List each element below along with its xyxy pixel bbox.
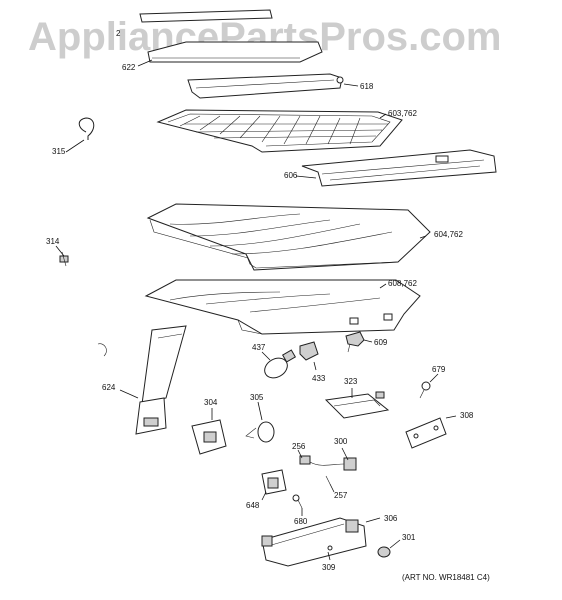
part-624-duct[interactable] [135, 325, 187, 435]
part-304-thermostat[interactable] [191, 419, 227, 455]
part-300-harness[interactable] [309, 457, 357, 471]
part-606-crisper[interactable] [301, 149, 497, 187]
leader-609 [363, 339, 373, 343]
leader-606 [295, 175, 317, 179]
part-679-screw[interactable] [419, 381, 431, 399]
callout-308: 308 [460, 411, 474, 420]
callout-618: 618 [360, 82, 374, 91]
callout-314: 314 [46, 237, 60, 246]
callout-648: 648 [246, 501, 260, 510]
leader-301 [389, 539, 401, 549]
leader-608 [379, 283, 387, 289]
callout-624: 624 [102, 383, 116, 392]
part-301-knob[interactable] [377, 546, 391, 558]
callout-608: 608,762 [388, 279, 417, 288]
callout-622: 622 [122, 63, 136, 72]
part-433-socket[interactable] [299, 341, 319, 361]
callout-304: 304 [204, 398, 218, 407]
part-618-bracket[interactable] [187, 73, 344, 99]
leader-622 [137, 59, 153, 67]
part-648-relay[interactable] [261, 469, 287, 495]
leader-308 [445, 415, 457, 419]
callout-437: 437 [252, 343, 266, 352]
leader-257 [329, 483, 335, 493]
part-256-connector[interactable] [299, 455, 311, 465]
leader-300 [341, 447, 349, 461]
part-308-bracket[interactable] [405, 417, 447, 449]
part-603-shelf[interactable] [156, 109, 403, 153]
part-top-strip[interactable] [139, 9, 273, 23]
leader-604 [419, 235, 427, 239]
part-437-bulb[interactable] [261, 349, 297, 382]
leader-648 [261, 491, 267, 501]
leader-305 [257, 401, 263, 421]
callout-top: 2 [116, 29, 121, 38]
callout-680: 680 [294, 517, 308, 526]
part-257-screw[interactable] [325, 475, 331, 485]
part-306-housing[interactable] [261, 517, 367, 567]
callout-305: 305 [250, 393, 264, 402]
callout-315: 315 [52, 147, 66, 156]
callout-306: 306 [384, 514, 398, 523]
leader-306 [365, 517, 381, 523]
leader-618 [343, 83, 359, 87]
callout-679: 679 [432, 365, 446, 374]
part-622-cover[interactable] [147, 41, 323, 63]
callout-603: 603,762 [388, 109, 417, 118]
leader-624 [119, 389, 139, 399]
callout-301: 301 [402, 533, 416, 542]
part-314-clip[interactable] [59, 251, 69, 267]
callout-300: 300 [334, 437, 348, 446]
part-609-damper[interactable] [345, 331, 365, 353]
leader-437 [261, 351, 271, 361]
part-315-tube[interactable] [78, 117, 107, 359]
leader-433 [313, 361, 317, 371]
callout-309: 309 [322, 563, 336, 572]
leader-603 [379, 113, 387, 119]
callout-606: 606 [284, 171, 298, 180]
part-323-board[interactable] [324, 391, 390, 419]
part-305-knob[interactable] [245, 421, 275, 443]
leader-314 [55, 245, 65, 257]
callout-433: 433 [312, 374, 326, 383]
leader-256 [297, 449, 303, 459]
callout-604: 604,762 [434, 230, 463, 239]
leader-679 [429, 373, 439, 383]
callout-323: 323 [344, 377, 358, 386]
part-680-screw[interactable] [292, 494, 303, 509]
part-608-frame[interactable] [144, 279, 421, 335]
callout-256: 256 [292, 442, 306, 451]
leader-315 [65, 139, 85, 153]
art-number: (ART NO. WR18481 C4) [402, 573, 490, 582]
part-604-pan[interactable] [146, 203, 431, 271]
callout-609: 609 [374, 338, 388, 347]
leader-309 [327, 551, 331, 561]
callout-257: 257 [334, 491, 348, 500]
